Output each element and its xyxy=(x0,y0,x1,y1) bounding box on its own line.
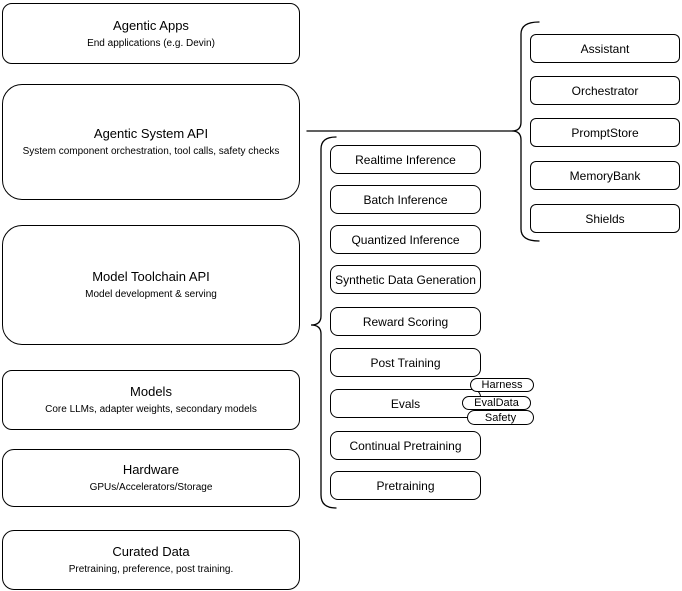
layer-title: Agentic Apps xyxy=(113,17,189,33)
evals-tag-harness: Harness xyxy=(470,378,534,392)
service-box-evals: Evals xyxy=(330,389,481,418)
component-box-assistant: Assistant xyxy=(530,34,680,63)
service-label: Post Training xyxy=(370,355,441,370)
service-box-pretraining: Pretraining xyxy=(330,471,481,500)
component-box-promptstore: PromptStore xyxy=(530,118,680,147)
layer-box-hardware: Hardware GPUs/Accelerators/Storage xyxy=(2,449,300,507)
service-label: Synthetic Data Generation xyxy=(335,272,476,287)
service-box-post-training: Post Training xyxy=(330,348,481,377)
component-box-memorybank: MemoryBank xyxy=(530,161,680,190)
layer-title: Models xyxy=(130,384,172,399)
tag-label: EvalData xyxy=(474,397,519,409)
component-label: Orchestrator xyxy=(571,83,639,98)
service-box-batch-inference: Batch Inference xyxy=(330,185,481,214)
layer-box-curated-data: Curated Data Pretraining, preference, po… xyxy=(2,530,300,590)
tag-label: Harness xyxy=(481,379,523,391)
layer-title: Curated Data xyxy=(112,544,190,559)
service-box-realtime-inference: Realtime Inference xyxy=(330,145,481,174)
layer-box-agentic-system-api: Agentic System API System component orch… xyxy=(2,84,300,200)
component-box-shields: Shields xyxy=(530,204,680,233)
layer-subtitle: Model development & serving xyxy=(85,289,217,300)
service-box-reward-scoring: Reward Scoring xyxy=(330,307,481,336)
evals-tag-evaldata: EvalData xyxy=(462,396,531,410)
service-box-quantized-inference: Quantized Inference xyxy=(330,225,481,254)
service-label: Reward Scoring xyxy=(362,314,449,329)
service-box-synthetic-data-generation: Synthetic Data Generation xyxy=(330,265,481,294)
layer-subtitle: GPUs/Accelerators/Storage xyxy=(89,482,213,493)
component-label: Shields xyxy=(585,211,625,226)
tag-label: Safety xyxy=(484,411,517,424)
layer-title: Hardware xyxy=(122,462,180,477)
component-label: PromptStore xyxy=(571,125,639,140)
layer-subtitle: System component orchestration, tool cal… xyxy=(22,146,280,157)
service-label: Evals xyxy=(390,396,421,411)
layer-box-agentic-apps: Agentic Apps End applications (e.g. Devi… xyxy=(2,3,300,64)
service-label: Realtime Inference xyxy=(355,152,456,167)
service-label: Batch Inference xyxy=(363,192,448,207)
service-label: Continual Pretraining xyxy=(349,438,462,453)
layer-subtitle: Core LLMs, adapter weights, secondary mo… xyxy=(45,404,257,415)
service-label: Pretraining xyxy=(376,478,435,493)
layer-title: Model Toolchain API xyxy=(92,269,210,284)
component-label: MemoryBank xyxy=(569,168,641,183)
component-label: Assistant xyxy=(580,41,630,56)
layer-box-model-toolchain-api: Model Toolchain API Model development & … xyxy=(2,225,300,345)
service-label: Quantized Inference xyxy=(351,232,460,247)
service-box-continual-pretraining: Continual Pretraining xyxy=(330,431,481,460)
component-box-orchestrator: Orchestrator xyxy=(530,76,680,105)
layer-box-models: Models Core LLMs, adapter weights, secon… xyxy=(2,370,300,430)
evals-tag-safety: Safety xyxy=(467,410,534,425)
layer-subtitle: End applications (e.g. Devin) xyxy=(87,37,215,49)
layer-title: Agentic System API xyxy=(93,126,209,141)
layer-subtitle: Pretraining, preference, post training. xyxy=(68,564,234,575)
